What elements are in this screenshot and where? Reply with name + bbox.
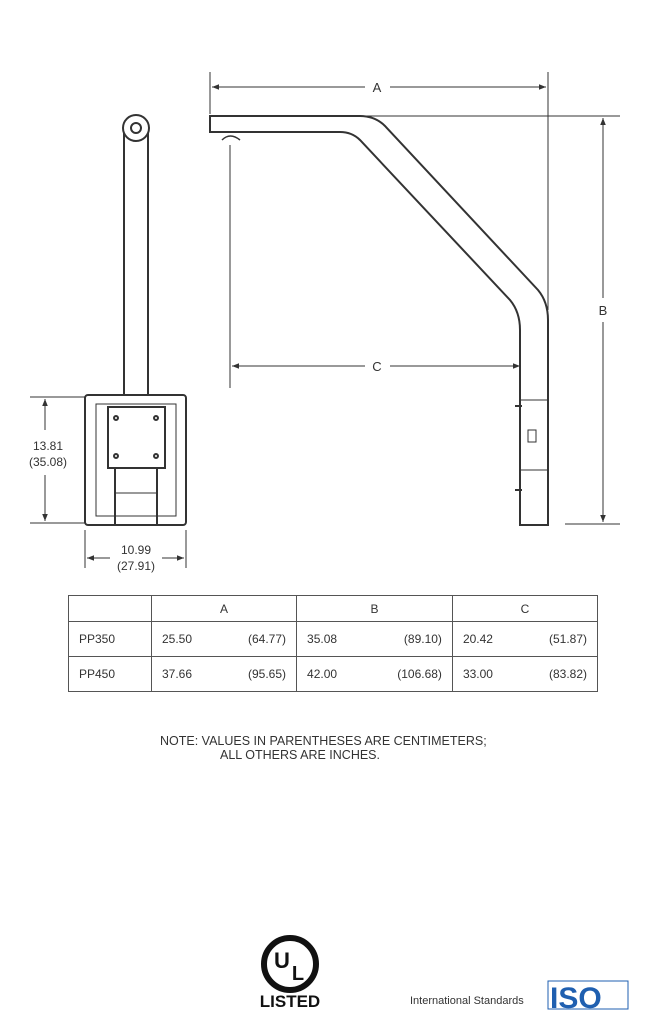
base-width-cm: (27.91) <box>117 559 155 573</box>
note-line-2: ALL OTHERS ARE INCHES. <box>220 748 380 762</box>
header-model <box>68 595 152 622</box>
svg-text:L: L <box>292 963 304 985</box>
b-cm: (89.10) <box>403 632 442 646</box>
a-cm: (64.77) <box>248 632 287 646</box>
a-inches: 25.50 <box>162 632 193 646</box>
header-b: B <box>296 595 453 622</box>
units-note: NOTE: VALUES IN PARENTHESES ARE CENTIMET… <box>160 734 487 762</box>
note-line-1: NOTE: VALUES IN PARENTHESES ARE CENTIMET… <box>160 734 487 748</box>
dim-b-label: B <box>599 303 608 318</box>
dimensions-table: A B C PP350 25.50 (64.77) 35.08 (89.10) 20… <box>68 595 599 692</box>
svg-text:LISTED: LISTED <box>260 992 320 1010</box>
side-view-pole <box>84 114 187 526</box>
dimension-base-height: 13.81 (35.08) <box>29 396 85 524</box>
dimension-a: A <box>209 72 549 310</box>
c-cm: (51.87) <box>548 632 587 646</box>
front-view-arm <box>209 115 549 526</box>
base-width-inches: 10.99 <box>121 543 151 557</box>
table-row: PP350 25.50 (64.77) 35.08 (89.10) 20.42 (51… <box>68 621 599 657</box>
model-cell: PP450 <box>68 656 152 692</box>
iso-logo: ISO <box>547 980 629 1010</box>
a-cm: (95.65) <box>248 667 287 681</box>
b-cm: (106.68) <box>397 667 442 681</box>
dim-c-label: C <box>372 359 381 374</box>
base-height-cm: (35.08) <box>29 455 67 469</box>
c-inches: 20.42 <box>462 632 493 646</box>
svg-text:U: U <box>274 948 290 973</box>
dimension-b: B <box>365 115 620 525</box>
dimension-c: C <box>229 145 520 388</box>
model-cell: PP350 <box>68 621 152 657</box>
b-inches: 42.00 <box>307 667 338 681</box>
iso-text: ISO <box>550 982 602 1010</box>
c-inches: 33.00 <box>462 667 493 681</box>
dimension-base-width: 10.99 (27.91) <box>84 530 187 573</box>
base-height-inches: 13.81 <box>33 439 63 453</box>
ul-listed-logo: U L LISTED <box>260 935 320 1010</box>
c-cm: (83.82) <box>548 667 587 681</box>
a-inches: 37.66 <box>162 667 193 681</box>
header-c: C <box>451 595 599 622</box>
b-inches: 35.08 <box>307 632 338 646</box>
header-a: A <box>150 595 298 622</box>
table-row: PP450 37.66 (95.65) 42.00 (106.68) 33.00 (8… <box>68 656 599 692</box>
table-header-row: A B C <box>68 595 599 622</box>
iso-caption: International Standards <box>410 995 524 1007</box>
dim-a-label: A <box>373 80 382 95</box>
